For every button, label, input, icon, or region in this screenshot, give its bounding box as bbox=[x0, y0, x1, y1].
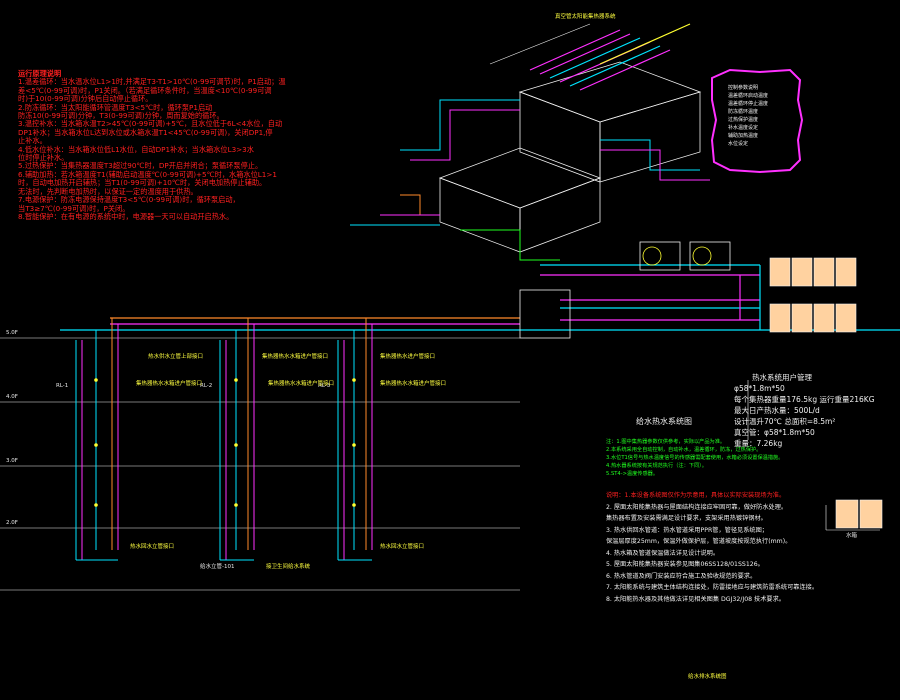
control-box-line: 水位设定 bbox=[728, 141, 749, 147]
control-box-line: 防冻循环温度 bbox=[728, 109, 759, 115]
system-info: 热水系统用户管理 φ58*1.8m*50 每个集热器重量176.5kg 运行重量… bbox=[734, 372, 875, 449]
left-notes-line: 差<5℃(0-99可调)时，P1关闭。（若满足循环条件时，当温度<10℃(0-9… bbox=[18, 85, 272, 95]
left-notes-line: 无法时，先判断电加热时，以保证一定的温度用于供热。 bbox=[18, 186, 198, 196]
design-note-line: 6. 热水管道及阀门安装应符合施工及验收规范的要求。 bbox=[606, 572, 757, 580]
main-headers bbox=[60, 264, 900, 331]
design-note-line: 3. 热水供回水管道：热水管道采用PPR管，管径见系统图； bbox=[606, 526, 768, 534]
equipment-cabinet bbox=[519, 289, 571, 339]
design-note-line: 2. 屋面太阳能集热器与屋面结构连接应牢固可靠，做好防水处理。 bbox=[606, 503, 788, 511]
green-note-line: 注：1.图中集热器参数仅供参考，实际以产品为准。 bbox=[606, 439, 726, 445]
upper-pipes bbox=[350, 99, 710, 261]
system-diagram-label: 给水热水系统图 bbox=[636, 417, 692, 426]
left-notes-line: 7.电源保护：防冻电源保持温度T3<5℃(0-99可调)时，循环泵启动， bbox=[18, 195, 240, 205]
floor-lines bbox=[0, 337, 520, 591]
design-note-line: 8. 太阳能热水器及其他做法详见相关图集 DGJ32/J08 技术要求。 bbox=[606, 595, 785, 603]
design-notes-header: 说明：1.本设备系统图仅作为示意用，具体以实际安装现场为准。 bbox=[606, 492, 786, 499]
floor-label-1: 5.0F bbox=[6, 330, 18, 336]
design-note-line: 5. 屋面太阳能集热器安装参见图集06SS128/01SS126。 bbox=[606, 561, 764, 568]
design-note-line: 4. 热水箱及管道保温做法详见设计说明。 bbox=[606, 549, 720, 557]
control-box-line: 温差循环启动温度 bbox=[728, 93, 769, 99]
riser-label-rl3: RL-3 bbox=[318, 383, 331, 389]
riser-note-6: 集热器热水水箱进户管接口 bbox=[380, 379, 446, 387]
riser-label-rl1: RL-1 bbox=[56, 383, 68, 389]
system-info-line: 重量：7.26kg bbox=[734, 439, 783, 448]
left-notes-line: 4.低水位补水：当水箱水位低L1水位，自动DP1补水；当水箱水位L3>3水 bbox=[18, 144, 254, 154]
left-notes-line: 止补水。 bbox=[18, 136, 47, 146]
riser-note-2: 集热器热水水箱进户管接口 bbox=[262, 352, 328, 360]
left-notes-line: 防冻10(0-99可调)分钟，T3(0-99可调)分钟，周而复始的循环。 bbox=[18, 111, 224, 121]
left-notes-line: 时，自动电加热开启辅热；当T1(0-99可调)+10℃时，关闭电加热停止辅助。 bbox=[18, 178, 267, 188]
green-notes: 注：1.图中集热器参数仅供参考，实际以产品为准。 2.本系统采用全自动控制，自动… bbox=[606, 438, 783, 478]
left-notes-line: 3.温控补水：当水箱水温T2>45℃(0-99可调)+5℃，且水位低于6L<4水… bbox=[18, 119, 283, 129]
left-notes-line: 当T3≥7℃(0-99可调)时，P关闭。 bbox=[18, 203, 130, 213]
system-info-heading: 热水系统用户管理 bbox=[752, 373, 812, 382]
left-notes-line: 2.防冻循环：当太阳能循环管温度T3<5℃时，循环泵P1启动 bbox=[18, 102, 213, 112]
heat-pump-units bbox=[639, 241, 731, 271]
riser-rl3 bbox=[337, 318, 373, 561]
riser-note-3: 集热器热水进户管接口 bbox=[380, 352, 435, 360]
left-notes-line: 1.温差循环：当水温水位L1>1时,并满足T3-T1>10℃(0-99可调节)时… bbox=[18, 77, 286, 87]
riser-note-1: 热水供水立管上部接口 bbox=[148, 352, 203, 360]
left-notes-line: 位时停止补水。 bbox=[18, 153, 69, 163]
riser-note-bottom-1: 热水回水立管接口 bbox=[130, 542, 174, 550]
left-notes-line: 时)于10(0-99可调)分钟后自动停止循环。 bbox=[18, 94, 153, 104]
riser-rl1 bbox=[75, 318, 119, 561]
system-info-line: 每个集热器重量176.5kg 运行重量216KG bbox=[734, 395, 875, 404]
riser-label-rl2: RL-2 bbox=[200, 383, 212, 389]
tank-label: 水箱 bbox=[846, 531, 858, 539]
green-note-line: 4.热水器系统按有关规范执行（注：下同）。 bbox=[606, 463, 707, 469]
green-note-line: 3.水位T1信号与热水温度信号的传感器需配套使用，水箱必须设置保温措施。 bbox=[606, 455, 784, 461]
design-notes: 说明：1.本设备系统图仅作为示意用，具体以实际安装现场为准。 2. 屋面太阳能集… bbox=[606, 490, 818, 605]
design-note-line: 保温层厚度25mm，保温外做保护层，管道坡度按规范执行(mm)。 bbox=[606, 538, 792, 545]
floor-label-3: 3.0F bbox=[6, 458, 18, 464]
green-note-line: 5.ST4->温度传感器。 bbox=[606, 471, 659, 477]
system-info-line: 真空管：φ58*1.8m*50 bbox=[734, 428, 815, 437]
control-box-line: 温差循环停止温度 bbox=[728, 101, 769, 107]
green-note-line: 2.本系统采用全自动控制，自动补水，温差循环，防冻，过热保护。 bbox=[606, 447, 762, 453]
system-info-line: φ58*1.8m*50 bbox=[734, 384, 785, 393]
control-box-text: 控制参数说明 温差循环启动温度 温差循环停止温度 防冻循环温度 过热保护温度 补… bbox=[728, 84, 768, 148]
control-box-title: 控制参数说明 bbox=[728, 85, 759, 91]
top-title-label: 真空管太阳能集热器系统 bbox=[555, 12, 616, 20]
system-info-line: 最大日产热水量：500L/d bbox=[734, 406, 820, 415]
control-box-line: 辅助加热温度 bbox=[728, 133, 759, 139]
riser-valves bbox=[94, 378, 356, 507]
bottom-label-1: 给水立管-101 bbox=[200, 562, 234, 570]
bottom-label-2: 接卫生间给水系统 bbox=[266, 562, 311, 570]
left-notes: 运行原理说明 1.温差循环：当水温水位L1>1时,并满足T3-T1>10℃(0-… bbox=[18, 69, 286, 221]
riser-note-5: 集热器热水水箱进户管接口 bbox=[268, 379, 334, 387]
solar-tank bbox=[518, 61, 702, 183]
control-box-line: 补水温度设定 bbox=[728, 125, 759, 131]
riser-note-4: 集热器热水水箱进户管接口 bbox=[136, 379, 202, 387]
left-notes-line: DP1补水；当水箱水位L达到水位或水箱水温T1<45℃(0-99可调)，关闭DP… bbox=[18, 127, 273, 137]
control-box-line: 过热保护温度 bbox=[728, 117, 759, 123]
left-notes-line: 6.辅助加热：若水箱温度T1(辅助启动温度℃(0-99可调)+5℃时，水箱水位L… bbox=[18, 169, 277, 179]
collector-blocks-bottom bbox=[835, 499, 883, 529]
floor-label-2: 4.0F bbox=[6, 394, 18, 400]
collector-tubes bbox=[489, 23, 691, 91]
design-note-line: 7. 太阳能系统与建筑主体结构连接处，防雷接地应与建筑防雷系统可靠连接。 bbox=[606, 584, 819, 591]
floor-label-4: 2.0F bbox=[6, 520, 18, 526]
left-notes-line: 8.智能保护：在有电源的系统中时，电源器一天可以自动开启热水。 bbox=[18, 211, 234, 221]
system-info-line: 设计温升70℃ 总面积=8.5m² bbox=[734, 417, 836, 426]
collector-blocks-top bbox=[769, 257, 857, 333]
design-note-line: 集热器布置及安装需满足设计要求，支架采用热镀锌钢材。 bbox=[606, 515, 767, 522]
riser-rl2 bbox=[219, 318, 255, 561]
control-note-boundary bbox=[710, 68, 804, 174]
left-notes-line: 5.过热保护：当集热器温度T3超过90℃时，DP开启并闭合；泵循环泵停止。 bbox=[18, 161, 263, 171]
left-notes-heading: 运行原理说明 bbox=[18, 69, 62, 78]
tank-feed-lines bbox=[747, 380, 880, 531]
bottom-title: 给水排水系统图 bbox=[688, 672, 727, 680]
riser-note-bottom-2: 热水回水立管接口 bbox=[380, 542, 424, 550]
